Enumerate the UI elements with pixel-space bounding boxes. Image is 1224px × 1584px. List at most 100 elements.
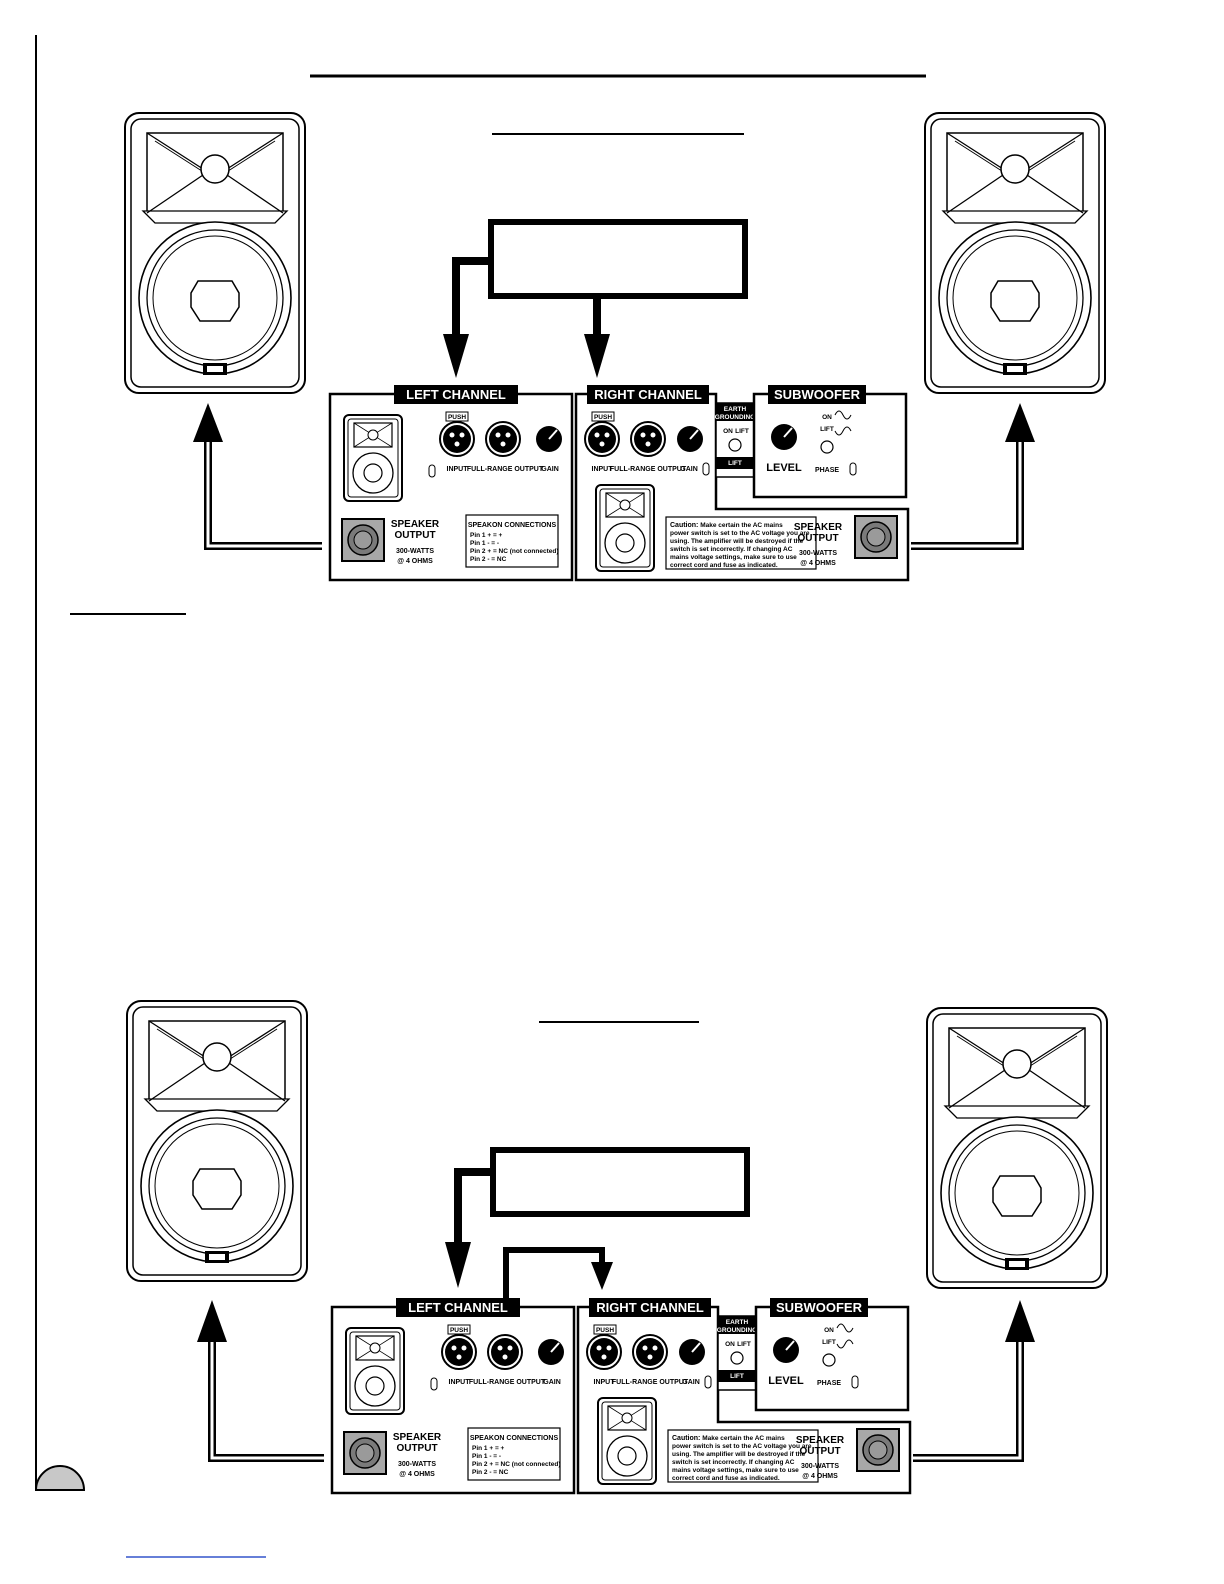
caution-line: using. The amplifier will be destroyed i…	[670, 538, 804, 545]
earth-grounding-label: GROUNDING	[715, 414, 755, 421]
ohms-label: @ 4 OHMS	[397, 558, 433, 565]
left-speaker	[124, 112, 306, 394]
full-range-output-label: FULL-RANGE OUTPUT	[612, 1379, 689, 1386]
caution-line: switch is set incorrectly. If changing A…	[672, 1459, 795, 1466]
speaker-output-label: OUTPUT	[797, 533, 838, 544]
lift-label: LIFT	[728, 460, 742, 467]
ohms-label: @ 4 OHMS	[802, 1473, 838, 1480]
speakon-line: Pin 2 - = NC	[472, 1469, 509, 1476]
input-xlr-right	[584, 421, 620, 457]
input-label: INPUT	[594, 1379, 616, 1386]
input-xlr-left	[441, 1334, 477, 1370]
phase-label: PHASE	[817, 1380, 841, 1387]
speakon-line: Pin 1 + = +	[472, 1445, 505, 1452]
speaker-output-label: SPEAKER	[794, 522, 843, 533]
speakon-title: SPEAKON CONNECTIONS	[468, 522, 557, 529]
speakon-line: Pin 1 - = -	[472, 1453, 501, 1460]
lift-small-label: LIFT	[735, 428, 749, 435]
subwoofer-tab	[768, 385, 866, 404]
gain-label: GAIN	[541, 466, 559, 473]
earth-grounding-label: EARTH	[724, 406, 747, 413]
level-knob	[770, 423, 798, 451]
speakon-right	[854, 515, 898, 559]
caution-line: switch is set incorrectly. If changing A…	[670, 546, 793, 553]
gain-knob-right	[678, 1338, 706, 1366]
level-knob	[772, 1336, 800, 1364]
subwoofer-label: SUBWOOFER	[776, 1300, 863, 1315]
full-range-output-label: FULL-RANGE OUTPUT	[610, 466, 687, 473]
left-channel-label: LEFT CHANNEL	[406, 387, 506, 402]
right-speaker	[926, 1007, 1108, 1289]
input-label: INPUT	[592, 466, 614, 473]
on-label: ON	[723, 428, 733, 435]
caution-line: mains voltage settings, make sure to use	[672, 1467, 799, 1474]
on-label: ON	[725, 1341, 735, 1348]
right-channel-tab	[587, 385, 709, 404]
ohms-label: @ 4 OHMS	[800, 560, 836, 567]
signal-cables	[443, 257, 610, 378]
gain-knob-left	[537, 1338, 565, 1366]
speaker-cables	[197, 1300, 1035, 1462]
gain-label: GAIN	[543, 1379, 561, 1386]
speaker-output-label: SPEAKER	[796, 1435, 845, 1446]
left-channel-label: LEFT CHANNEL	[408, 1300, 508, 1315]
caution-line: correct cord and fuse as indicated.	[672, 1475, 780, 1482]
amplifier-rear-panel: LEFT CHANNEL PUSH INPUT FULL-RANGE OUTPU…	[330, 1298, 912, 1495]
speaker-output-label: OUTPUT	[396, 1443, 437, 1454]
speakon-line: Pin 2 + = NC (not connected)	[470, 548, 558, 555]
level-label: LEVEL	[768, 1375, 804, 1387]
full-range-output-xlr-left	[487, 1334, 523, 1370]
right-channel-label: RIGHT CHANNEL	[596, 1300, 704, 1315]
caution-text: Caution: Make certain the AC mains	[672, 1435, 785, 1442]
signal-cables	[445, 1168, 613, 1298]
top-diagram: LEFT CHANNEL PUSH INPUT FULL-RANGE OUTPU…	[70, 74, 1106, 615]
ohms-label: @ 4 OHMS	[399, 1471, 435, 1478]
speakon-line: Pin 1 - = -	[470, 540, 499, 547]
caution-line: using. The amplifier will be destroyed i…	[672, 1451, 806, 1458]
speakon-left	[341, 518, 385, 562]
caution-text: Caution: Make certain the AC mains	[670, 522, 783, 529]
phase-on-label: ON	[824, 1327, 834, 1334]
push-label: PUSH	[450, 1327, 468, 1334]
phase-lift-label: LIFT	[820, 426, 834, 433]
bottom-diagram: LEFT CHANNEL PUSH INPUT FULL-RANGE OUTPU…	[126, 1000, 1108, 1558]
level-label: LEVEL	[766, 462, 802, 474]
lift-small-label: LIFT	[737, 1341, 751, 1348]
gain-label: GAIN	[680, 466, 698, 473]
input-xlr-right	[586, 1334, 622, 1370]
gain-knob-left	[535, 425, 563, 453]
push-label: PUSH	[596, 1327, 614, 1334]
caution-line: correct cord and fuse as indicated.	[670, 562, 778, 569]
speakon-line: Pin 2 + = NC (not connected)	[472, 1461, 560, 1468]
gain-label: GAIN	[682, 1379, 700, 1386]
caution-line: power switch is set to the AC voltage yo…	[672, 1443, 812, 1450]
speakon-title: SPEAKON CONNECTIONS	[470, 1435, 559, 1442]
right-speaker	[924, 112, 1106, 394]
subwoofer-label: SUBWOOFER	[774, 387, 861, 402]
left-channel-tab	[396, 1298, 520, 1317]
phase-label: PHASE	[815, 467, 839, 474]
caution-line: mains voltage settings, make sure to use	[670, 554, 797, 561]
full-range-output-xlr-left	[485, 421, 521, 457]
speaker-output-label: SPEAKER	[391, 519, 440, 530]
speakon-right	[856, 1428, 900, 1472]
earth-grounding-label: GROUNDING	[717, 1327, 757, 1334]
input-label: INPUT	[447, 466, 469, 473]
speakon-line: Pin 1 + = +	[470, 532, 503, 539]
input-label: INPUT	[449, 1379, 471, 1386]
right-channel-tab	[589, 1298, 711, 1317]
full-range-output-label: FULL-RANGE OUTPUT	[467, 466, 544, 473]
page-number-tab	[34, 1465, 86, 1491]
speaker-cables	[193, 403, 1035, 550]
speaker-output-label: SPEAKER	[393, 1432, 442, 1443]
full-range-output-label: FULL-RANGE OUTPUT	[469, 1379, 546, 1386]
source-device-box	[488, 219, 748, 299]
caution-line: power switch is set to the AC voltage yo…	[670, 530, 810, 537]
gain-knob-right	[676, 425, 704, 453]
left-speaker	[126, 1000, 308, 1282]
full-range-output-xlr-right	[630, 421, 666, 457]
speakon-line: Pin 2 - = NC	[470, 556, 507, 563]
speaker-output-label: OUTPUT	[799, 1446, 840, 1457]
source-device-box	[490, 1147, 750, 1217]
